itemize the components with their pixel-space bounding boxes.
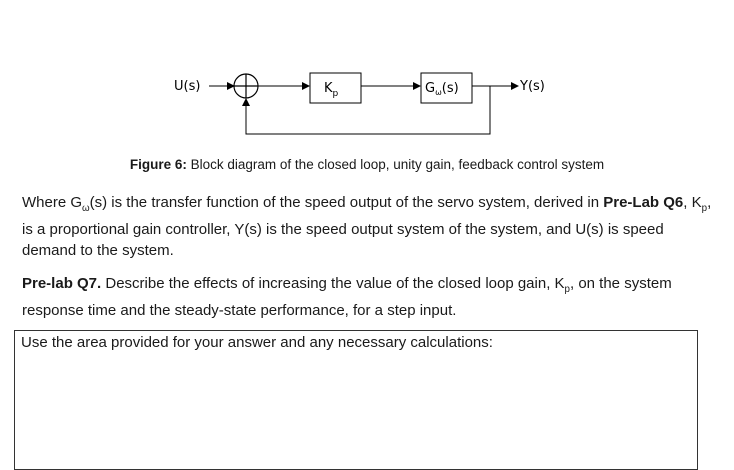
answer-area[interactable]: Use the area provided for your answer an… [14, 330, 698, 470]
input-label: U(s) [174, 79, 200, 94]
para2-k-subscript: p [564, 284, 570, 295]
question-label: Pre-lab Q7. [22, 275, 102, 292]
para1-g-subscript: ω [82, 203, 90, 214]
para1-text-2: (s) is the transfer function of the spee… [89, 194, 604, 211]
description-paragraph: Where Gω(s) is the transfer function of … [22, 192, 712, 261]
controller-label: Kp [324, 81, 339, 99]
question-paragraph: Pre-lab Q7. Describe the effects of incr… [22, 273, 712, 321]
plant-block [420, 72, 473, 104]
figure-caption-text: Block diagram of the closed loop, unity … [190, 157, 605, 172]
prelab-q6-reference: Pre-Lab Q6 [603, 194, 684, 211]
figure-label: Figure 6: [129, 157, 187, 172]
para2-text-1: Describe the effects of increasing the v… [101, 275, 565, 292]
plant-label: Gω(s) [425, 81, 459, 97]
para1-text-4: , is a proportional gain controller, Y(s… [22, 194, 712, 259]
summing-junction [233, 73, 259, 99]
para1-k-subscript: p [701, 203, 708, 214]
answer-prompt: Use the area provided for your answer an… [21, 334, 493, 351]
block-diagram: U(s) Kp Gω(s) Y(s) [174, 72, 545, 135]
controller-block [309, 72, 362, 104]
feedback-path [242, 86, 491, 135]
para1-text-1: Where G [22, 194, 83, 211]
para1-text-3: , K [683, 194, 702, 211]
output-label: Y(s) [519, 79, 545, 94]
figure-caption: Figure 6: Block diagram of the closed lo… [0, 157, 734, 172]
para2-text-2: , on the system response time and the st… [22, 275, 672, 319]
